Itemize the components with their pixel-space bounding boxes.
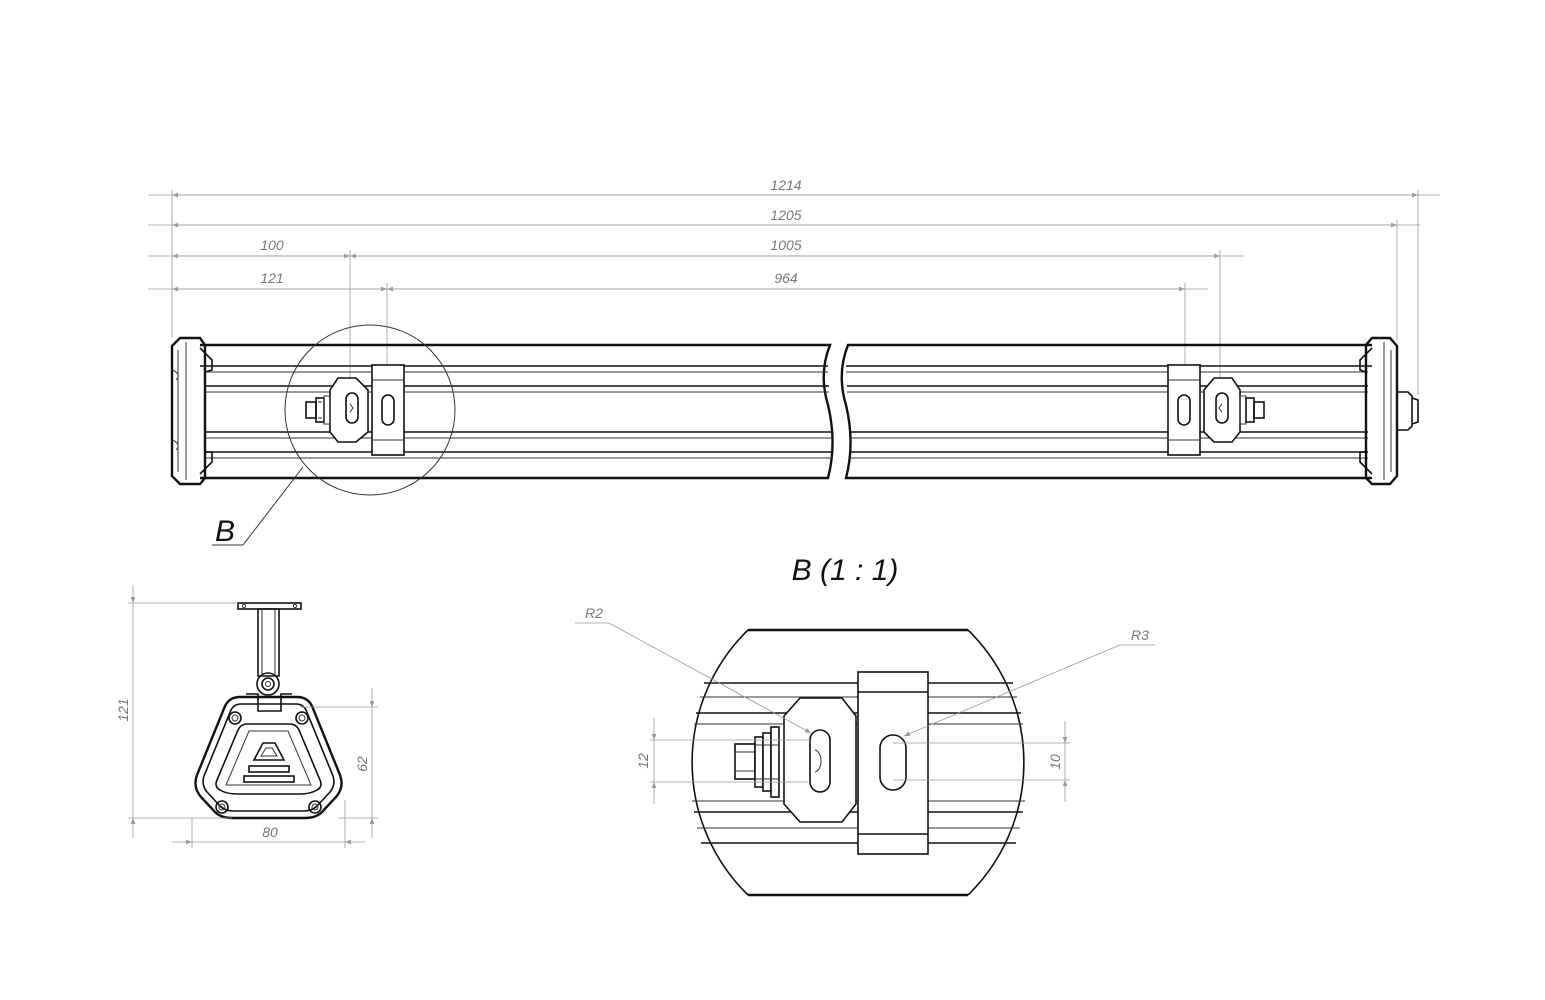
luminaire-front-view: B xyxy=(170,324,1419,548)
top-dimensions: 1214 1205 100 1005 121 964 xyxy=(148,177,1440,395)
dim-side-body-height: 62 xyxy=(354,756,370,772)
detail-callout-label: B xyxy=(215,515,235,548)
detail-view-title: B (1 : 1) xyxy=(792,554,899,587)
dim-mount-span-b: 964 xyxy=(774,270,798,286)
dim-mount-span-a: 1005 xyxy=(770,237,801,253)
left-mounting-bracket xyxy=(305,364,405,456)
dim-mount-offset-a: 100 xyxy=(260,237,284,253)
dim-detail-slot-width: 10 xyxy=(1047,754,1063,770)
dim-detail-slot-height: 12 xyxy=(635,753,651,769)
dim-body-length: 1205 xyxy=(770,207,801,223)
side-view: 121 62 80 xyxy=(115,585,378,848)
dim-radius-r2: R2 xyxy=(585,605,603,621)
dim-side-height: 121 xyxy=(115,698,131,721)
dim-radius-r3: R3 xyxy=(1131,627,1149,643)
detail-circle-b xyxy=(284,324,456,496)
detail-view-b: B (1 : 1) R2 xyxy=(575,554,1155,897)
dim-mount-offset-b: 121 xyxy=(260,270,283,286)
dim-overall-length: 1214 xyxy=(770,177,801,193)
right-mounting-bracket xyxy=(1167,364,1265,456)
dim-side-width: 80 xyxy=(262,824,278,840)
